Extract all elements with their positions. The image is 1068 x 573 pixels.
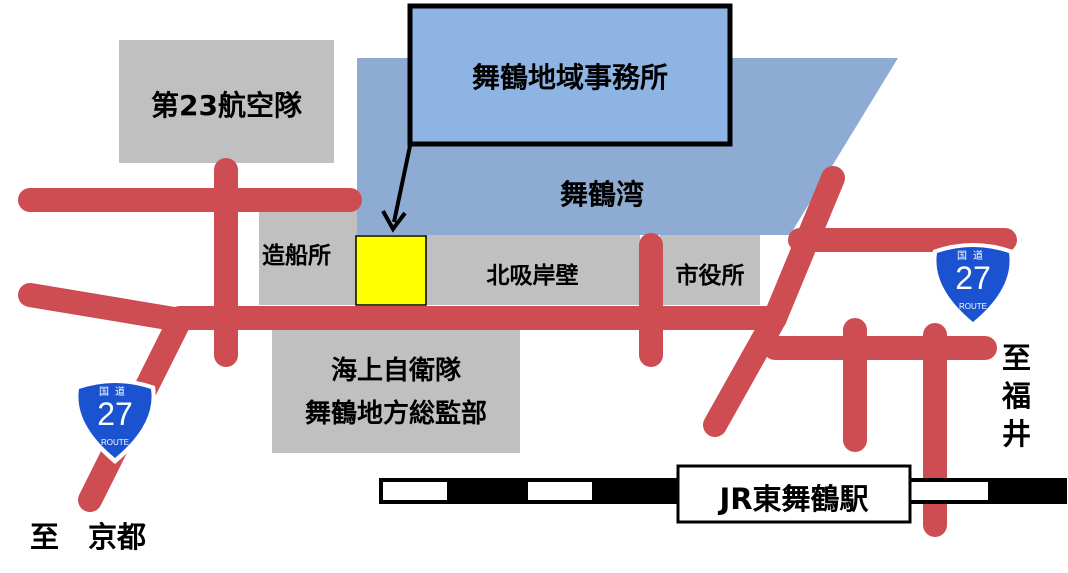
route-sign-kokudo: 国道 <box>957 251 989 262</box>
shipyard-label: 造船所 <box>262 243 331 269</box>
office-location-marker <box>355 235 427 306</box>
bay-label: 舞鶴湾 <box>560 178 645 211</box>
north-quay-label: 北吸岸壁 <box>486 263 579 289</box>
to-kyoto-label: 至 京都 <box>30 520 147 554</box>
office-label: 舞鶴地域事務所 <box>471 61 668 94</box>
city-hall-block <box>660 235 760 305</box>
air-group-block <box>119 40 334 163</box>
route-sign-number: 27 <box>97 396 133 432</box>
roads <box>18 158 1017 537</box>
route-sign-kokudo: 国道 <box>99 387 131 398</box>
city-hall-label: 市役所 <box>675 263 745 289</box>
air-group-label: 第23航空隊 <box>151 89 302 122</box>
north-quay-block <box>425 235 640 305</box>
station-box <box>676 464 912 524</box>
msdf-label-line1: 海上自衛隊 <box>330 356 461 386</box>
route-27-sign-west: 国道 27 ROUTE <box>69 374 161 466</box>
station-label: JR東舞鶴駅 <box>719 482 869 516</box>
office-callout-box <box>407 3 733 147</box>
route-27-sign-east: 国道 27 ROUTE <box>927 238 1019 330</box>
road-diag-south <box>703 306 787 437</box>
to-fukui-label-3: 井 <box>1002 417 1032 451</box>
to-fukui-label-2: 福 <box>1002 379 1032 413</box>
callout-arrow-line <box>392 145 412 223</box>
route-shield-icon <box>74 379 156 464</box>
route-sign-route: ROUTE <box>959 302 987 311</box>
msdf-label-line2: 舞鶴地方総監部 <box>304 399 487 429</box>
to-fukui-label-1: 至 <box>1002 341 1032 375</box>
msdf-block <box>272 325 520 453</box>
route-sign-route: ROUTE <box>101 438 129 447</box>
route-sign-number: 27 <box>955 260 991 296</box>
callout-arrow-head <box>381 210 407 233</box>
route-shield-icon <box>932 243 1014 328</box>
